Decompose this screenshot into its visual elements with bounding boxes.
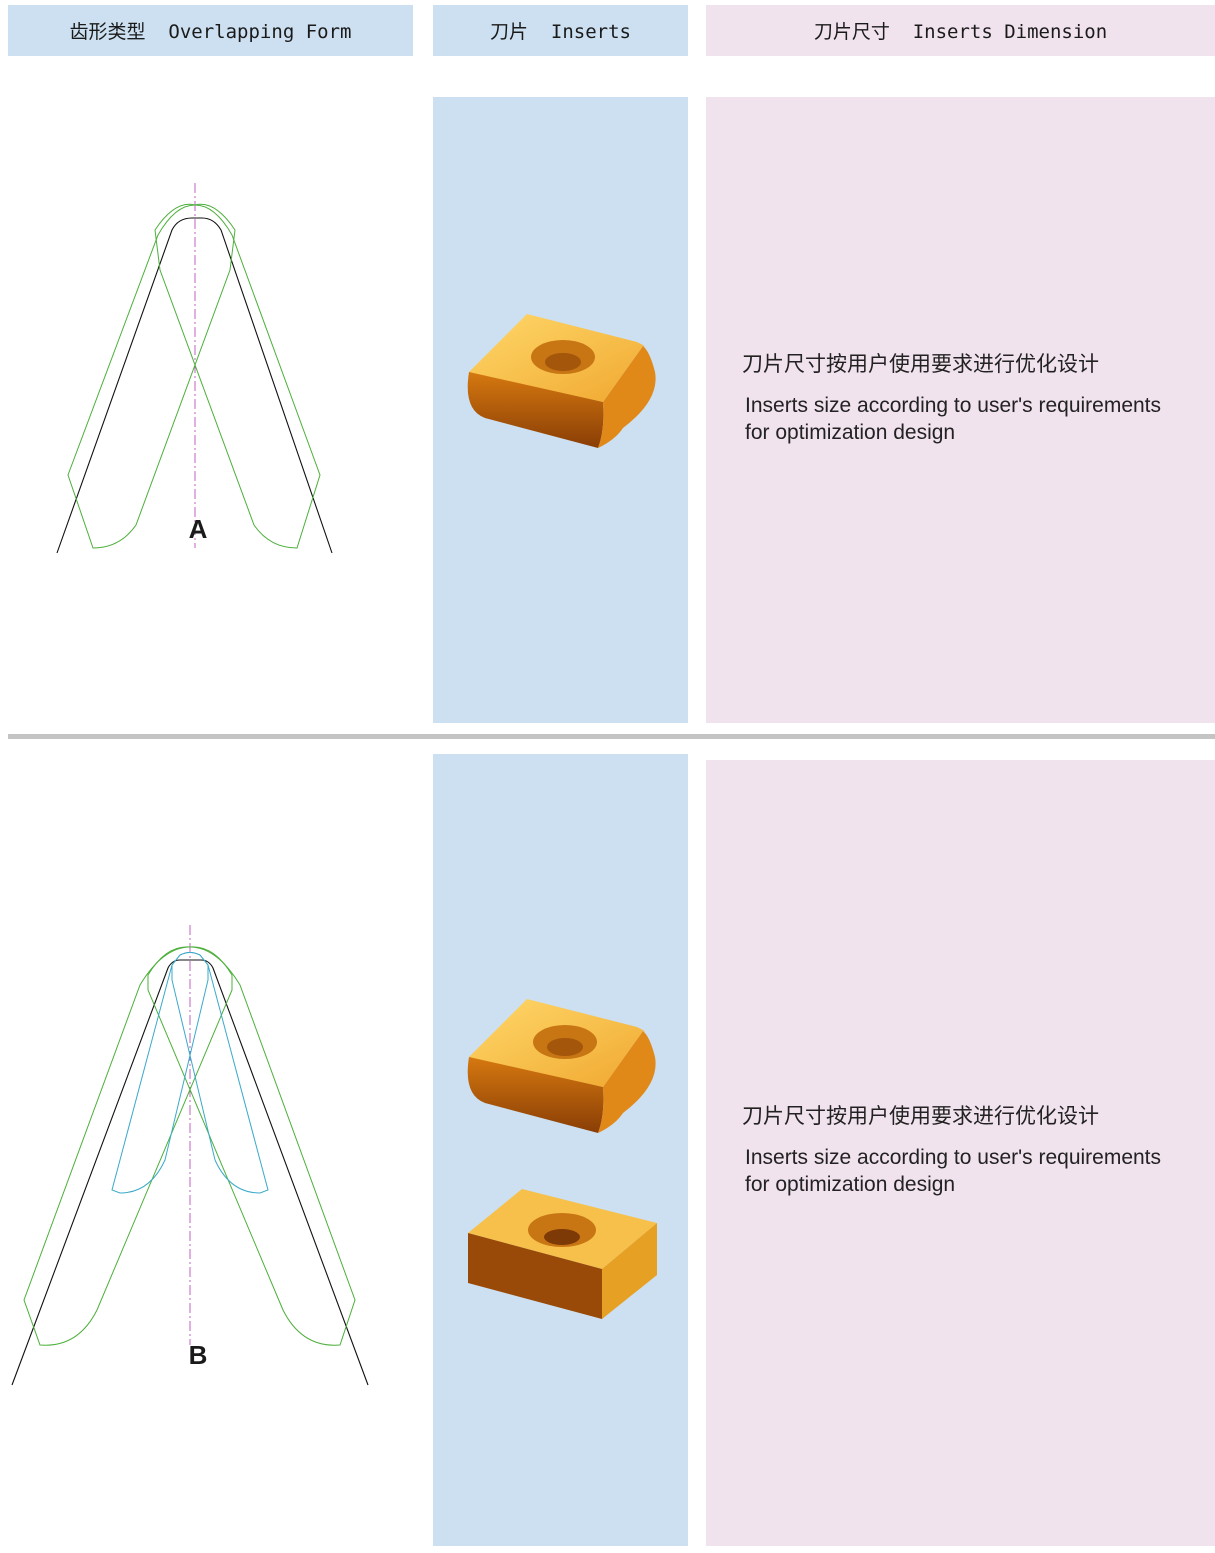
- dimension-text-b: 刀片尺寸按用户使用要求进行优化设计 Inserts size according…: [742, 1100, 1175, 1198]
- insert-a-front-face: [467, 370, 604, 448]
- dimension-panel-a: [706, 97, 1215, 723]
- cutter-profile-a-right: [154, 203, 321, 549]
- dimension-panel-b: [706, 760, 1215, 1546]
- insert-b1-side-face: [598, 1031, 656, 1133]
- tooth-form-b-drawing: B: [11, 925, 369, 1386]
- row-divider: [8, 734, 1215, 739]
- tooth-profile-b: [11, 959, 369, 1386]
- cutter-profile-b-right: [147, 946, 356, 1346]
- insert-a-side-face: [598, 346, 656, 448]
- dimension-note-en-a: Inserts size according to user's require…: [745, 394, 1162, 444]
- header-overlapping-form: 齿形类型 Overlapping Form: [8, 5, 413, 56]
- insert-b2-front-face: [468, 1233, 602, 1319]
- insert-b2-graphic: [468, 1189, 657, 1319]
- insert-b1-graphic: [467, 999, 656, 1133]
- cutter-profile-b-inner-right: [171, 952, 269, 1194]
- dimension-note-zh-b: 刀片尺寸按用户使用要求进行优化设计: [742, 1104, 1099, 1128]
- cutter-profile-b-left: [23, 946, 233, 1346]
- header-inserts: 刀片 Inserts: [433, 5, 688, 56]
- form-label-a: A: [189, 514, 208, 544]
- dimension-text-a: 刀片尺寸按用户使用要求进行优化设计 Inserts size according…: [742, 348, 1175, 446]
- inserts-panel-b: [433, 754, 688, 1546]
- form-label-b: B: [189, 1340, 208, 1370]
- insert-b2-side-face: [602, 1223, 657, 1319]
- insert-b1-front-face: [467, 1055, 604, 1133]
- insert-a-graphic: [467, 314, 656, 448]
- cutter-profile-a-left: [67, 203, 236, 549]
- header-inserts-dimension: 刀片尺寸 Inserts Dimension: [706, 5, 1215, 56]
- dimension-note-en-b: Inserts size according to user's require…: [745, 1146, 1162, 1196]
- tooth-profile-a: [56, 217, 333, 554]
- dimension-note-zh-a: 刀片尺寸按用户使用要求进行优化设计: [742, 352, 1099, 376]
- tooth-form-a-drawing: A: [56, 183, 333, 554]
